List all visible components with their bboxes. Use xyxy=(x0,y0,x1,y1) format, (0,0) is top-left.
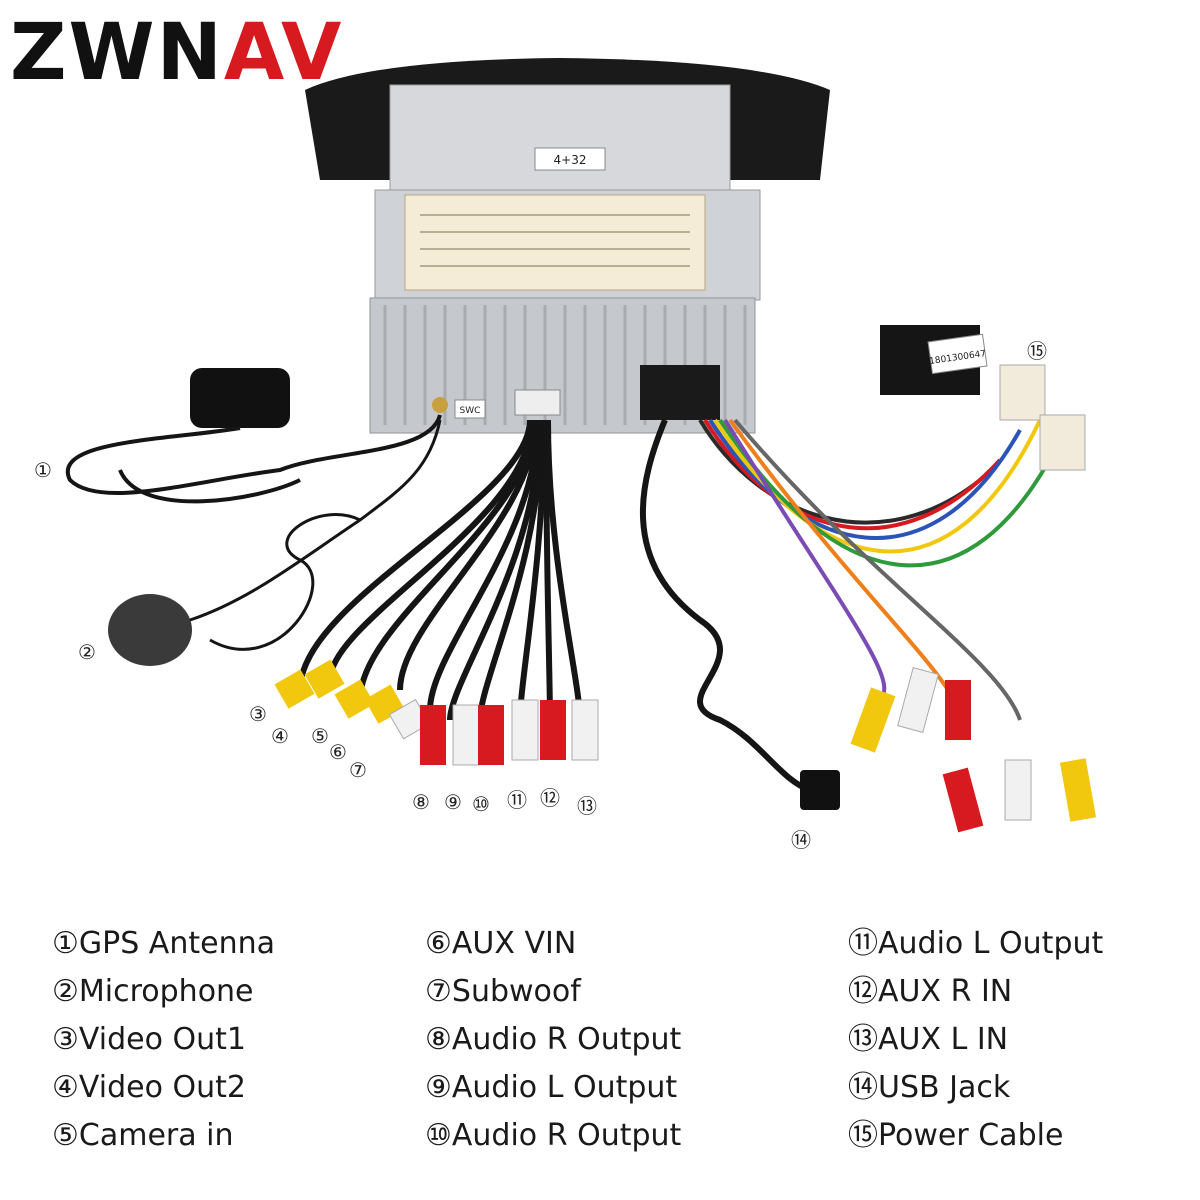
rca-plugs-right xyxy=(850,667,1097,833)
legend-column-2: ⑥AUX VIN ⑦Subwoof ⑧Audio R Output ⑨Audio… xyxy=(425,920,681,1160)
power-socket xyxy=(640,365,720,420)
usb-jack xyxy=(800,770,840,810)
legend-item: ⑨Audio L Output xyxy=(425,1070,678,1105)
white-connector-1 xyxy=(999,364,1046,421)
microphone xyxy=(108,594,192,666)
legend-column-1: ①GPS Antenna ②Microphone ③Video Out1 ④Vi… xyxy=(52,920,275,1160)
legend-item: ⑥AUX VIN xyxy=(425,926,577,961)
callout-1: ① xyxy=(34,458,52,482)
harness-tag xyxy=(927,333,988,375)
legend-item: ⑩Audio R Output xyxy=(425,1118,682,1153)
legend-item: ⑪Audio L Output xyxy=(848,926,1104,961)
brand-accent-text: AV xyxy=(223,8,344,98)
callout-6: ⑥ xyxy=(329,740,347,764)
callout-8: ⑧ xyxy=(412,790,430,814)
legend-item: ②Microphone xyxy=(52,974,254,1009)
callout-14: ⑭ xyxy=(791,827,811,852)
product-photo: 4+32 SWC xyxy=(65,58,1097,833)
callout-10: ⑩ xyxy=(472,792,490,816)
callout-15: ⑮ xyxy=(1027,338,1047,363)
legend-item: ⑮Power Cable xyxy=(848,1118,1064,1153)
product-label-box xyxy=(534,147,606,171)
rca-plugs-audio xyxy=(420,699,599,766)
legend-column-3: ⑪Audio L Output ⑫AUX R IN ⑬AUX L IN ⑭USB… xyxy=(848,920,1103,1160)
wiring-sticker xyxy=(404,194,706,291)
power-harness-wires xyxy=(698,418,1062,721)
rca-plugs-video xyxy=(274,659,431,740)
legend-item: ⑤Camera in xyxy=(52,1118,234,1153)
brand-text: ZWN xyxy=(10,8,224,98)
rca-cable-bundle xyxy=(297,419,583,721)
legend-item: ⑦Subwoof xyxy=(425,974,581,1009)
callout-3: ③ xyxy=(249,702,267,726)
legend-item: ⑭USB Jack xyxy=(848,1070,1011,1105)
callout-5: ⑤ xyxy=(311,724,329,748)
swc-label-box xyxy=(454,399,486,419)
callout-7: ⑦ xyxy=(349,758,367,782)
chassis-top xyxy=(389,84,731,196)
gps-connector xyxy=(432,397,448,413)
white-connector-2 xyxy=(1039,414,1086,471)
legend-item: ⑫AUX R IN xyxy=(848,974,1013,1009)
microphone-cable xyxy=(189,419,442,622)
callout-11: ⑪ xyxy=(507,787,527,812)
callout-4: ④ xyxy=(271,724,289,748)
legend-item: ③Video Out1 xyxy=(52,1022,246,1057)
legend-item: ⑧Audio R Output xyxy=(425,1022,682,1057)
gps-antenna xyxy=(190,368,290,428)
legend-item: ⑬AUX L IN xyxy=(848,1022,1009,1057)
legend-item: ④Video Out2 xyxy=(52,1070,246,1105)
callout-13: ⑬ xyxy=(577,793,597,818)
rca-socket xyxy=(514,389,561,416)
brand-logo: ZWNAV xyxy=(10,14,343,92)
swc-label: SWC xyxy=(460,406,481,416)
legend: ①GPS Antenna ②Microphone ③Video Out1 ④Vi… xyxy=(0,920,1200,1180)
usb-cable xyxy=(640,418,812,793)
callout-9: ⑨ xyxy=(444,790,462,814)
product-label: 4+32 xyxy=(554,153,587,167)
callout-12: ⑫ xyxy=(540,785,560,810)
legend-item: ①GPS Antenna xyxy=(52,926,275,961)
callout-2: ② xyxy=(78,640,96,664)
